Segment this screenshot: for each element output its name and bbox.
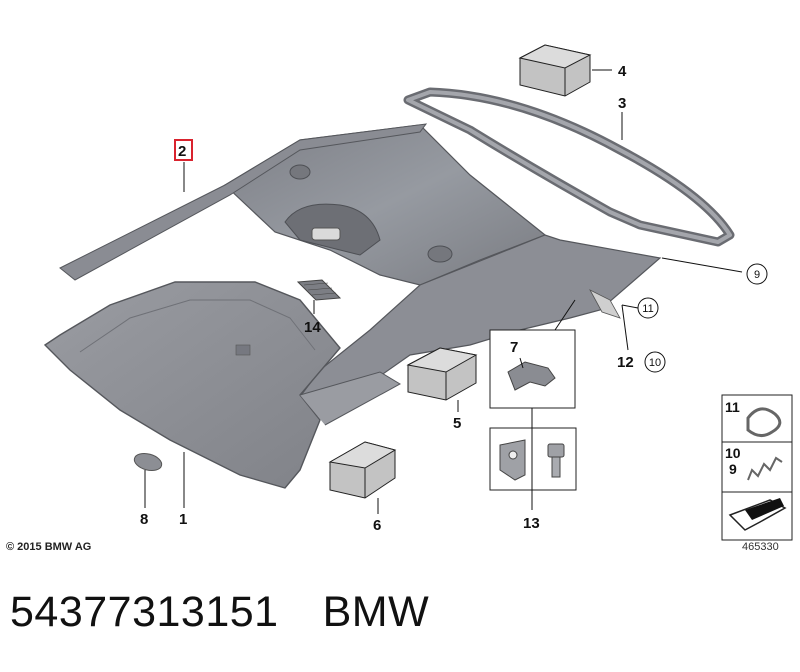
callout-4: 4 xyxy=(618,63,627,80)
detail-box-part-13 xyxy=(489,427,577,491)
leader-lines xyxy=(144,69,743,514)
callout-13: 13 xyxy=(523,515,540,532)
svg-text:10: 10 xyxy=(649,357,661,369)
circled-callout-9: 9 xyxy=(746,263,768,285)
circled-callout-11: 11 xyxy=(637,297,659,319)
svg-text:11: 11 xyxy=(642,303,653,315)
copyright-text: © 2015 BMW AG xyxy=(6,541,92,553)
headliner-upper xyxy=(224,124,547,286)
detail-box-part-7 xyxy=(489,329,576,409)
callout-2: 2 xyxy=(178,143,186,160)
windshield-frame-part-3 xyxy=(403,87,735,247)
headliner-lower-part-1 xyxy=(43,281,402,489)
material-block-part-6 xyxy=(328,441,397,499)
circled-callout-10: 10 xyxy=(644,351,666,373)
material-block-part-5 xyxy=(406,347,478,401)
pad-part-8 xyxy=(133,452,163,472)
diagram-id: 465330 xyxy=(742,541,779,553)
callout-7: 7 xyxy=(510,339,518,356)
part-number: 54377313151 xyxy=(10,588,279,636)
callout-14: 14 xyxy=(304,319,321,336)
footer-caption: 54377313151 BMW xyxy=(10,588,429,637)
legend-label-9: 9 xyxy=(729,461,737,477)
callout-8: 8 xyxy=(140,511,148,528)
callout-6: 6 xyxy=(373,517,381,534)
grille-part-14 xyxy=(296,279,342,301)
legend-label-10: 10 xyxy=(725,445,741,461)
highlight-box xyxy=(174,139,193,161)
brand-name: BMW xyxy=(322,588,430,636)
callout-12: 12 xyxy=(617,354,634,371)
trim-strip-part-2 xyxy=(59,123,428,281)
legend-box xyxy=(721,394,793,541)
material-block-part-4 xyxy=(518,44,592,97)
callout-1: 1 xyxy=(179,511,187,528)
callout-3: 3 xyxy=(618,95,626,112)
legend-label-11: 11 xyxy=(725,399,740,415)
svg-text:9: 9 xyxy=(754,269,760,281)
callout-5: 5 xyxy=(453,415,461,432)
